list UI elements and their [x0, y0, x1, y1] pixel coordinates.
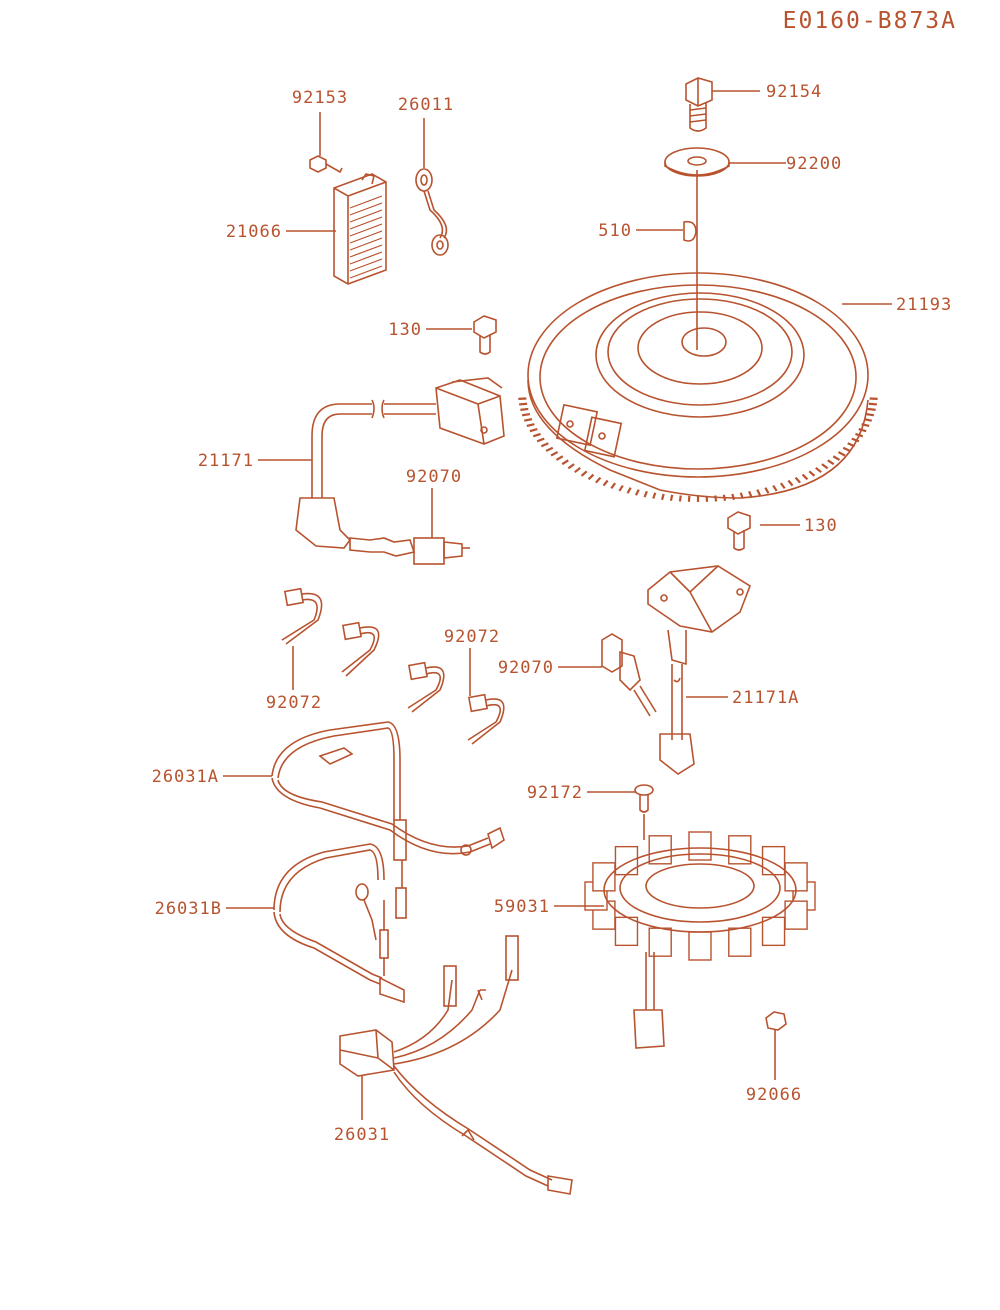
label-130-right: 130	[804, 516, 838, 536]
ground-wire-26011	[415, 168, 449, 256]
label-26031B: 26031B	[155, 899, 222, 919]
bolt-92154	[685, 77, 713, 132]
label-92072-right: 92072	[444, 627, 500, 647]
label-26011: 26011	[398, 95, 454, 115]
stator-59031	[584, 831, 816, 1049]
label-92070-left: 92070	[406, 467, 462, 487]
label-21171: 21171	[198, 451, 254, 471]
harness-26031	[339, 935, 573, 1195]
lead-wires-92072	[281, 587, 505, 745]
label-92072-left: 92072	[266, 693, 322, 713]
diagram-code: E0160-B873A	[783, 8, 957, 34]
spark-plug-92070-right	[601, 633, 657, 717]
label-510: 510	[598, 221, 632, 241]
harness-26031B	[273, 843, 407, 1004]
nut-92066	[765, 1011, 787, 1031]
label-21193: 21193	[896, 295, 952, 315]
leader-lines	[223, 90, 892, 1120]
label-59031: 59031	[494, 897, 550, 917]
label-26031: 26031	[334, 1125, 390, 1145]
label-92066: 92066	[746, 1085, 802, 1105]
harness-26031A	[271, 721, 505, 861]
bolt-130-top	[473, 315, 497, 355]
regulator-21066	[333, 173, 387, 285]
ignition-coil-21171A	[647, 565, 751, 775]
label-21066: 21066	[226, 222, 282, 242]
label-92153: 92153	[292, 88, 348, 108]
screw-92172	[634, 784, 654, 840]
label-92200: 92200	[786, 154, 842, 174]
screw-92153	[309, 155, 343, 174]
ignition-coil-21171	[295, 377, 505, 549]
label-130-top: 130	[388, 320, 422, 340]
part-labels: 92154 92200 510 21193 92153 26011 21066 …	[152, 82, 952, 1145]
key-510	[683, 220, 697, 242]
label-92070-right: 92070	[498, 658, 554, 678]
label-92154: 92154	[766, 82, 822, 102]
bolt-130-right	[727, 511, 751, 551]
flywheel	[518, 272, 878, 502]
label-21171A: 21171A	[732, 688, 799, 708]
spark-plug-92070-left	[349, 537, 470, 565]
label-92172: 92172	[527, 783, 583, 803]
label-26031A: 26031A	[152, 767, 219, 787]
